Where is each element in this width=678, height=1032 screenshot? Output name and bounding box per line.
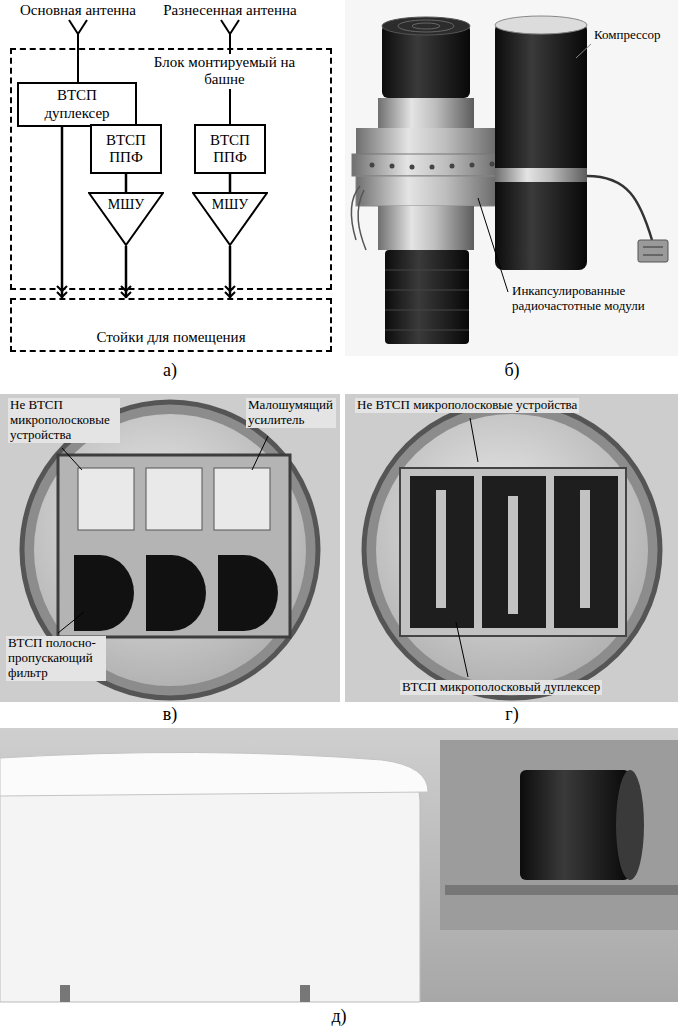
filter-box: ВТСП ППФ [194,124,266,174]
cooler-base [385,250,469,344]
cooler-cylinder [520,770,630,880]
photo-ground [345,394,678,702]
leader-line [576,44,591,58]
equipment-rack [440,740,678,930]
duplexer-chip [482,476,546,628]
part-label: ВТСП микрополосковый дуплексер [400,680,602,695]
amplifier-triangle: МШУ [192,192,268,246]
panel-label: а) [140,360,200,381]
amplifier-module [214,468,270,530]
node-text: ВТСП дуплексер [24,87,130,122]
connector-dot [430,165,435,170]
duplexer-chip [554,476,618,628]
tower-block: Блок монтируемый на башнеВТСП дуплексерВ… [10,48,332,290]
filter-disc [74,555,134,631]
duplexer-box: ВТСП дуплексер [17,82,137,127]
module-frame [58,455,290,637]
node-text: МШУ [88,197,164,213]
rack-block: Стойки для помещения [10,298,332,352]
node-text: МШУ [192,197,268,213]
amplifier-outline [89,193,163,245]
housing-leg [300,985,310,1002]
compressor-band [495,168,587,182]
metal-body [378,206,474,250]
module-frame [400,468,626,636]
amplifier-triangle: МШУ [88,192,164,246]
filter-box: ВТСП ППФ [90,124,162,174]
cooler-top [382,17,470,35]
photo-ground [0,394,340,702]
part-label: ВТСП полосно-пропускающий фильтр [6,636,106,681]
filter-disc [146,555,206,631]
housing-lid [0,752,428,796]
meander-slot [508,496,518,614]
housing-plate [376,414,648,686]
wire [351,186,366,250]
filter-disc [218,555,278,631]
leader-line [252,436,268,470]
cooler-ring [412,23,440,29]
cooler-end [616,770,644,880]
part-label: Малошумящий усилитель [246,398,336,428]
part-label: Инкапсулированные радиочастотные модули [512,284,662,314]
leader-line [470,418,478,462]
panel-label: д) [309,1006,369,1027]
meander-slot [436,490,446,608]
part-label: Не ВТСП микрополосковые устройства [8,398,120,443]
thread-lines [385,270,469,330]
leader-line [58,612,84,633]
panel-label: г) [482,704,542,725]
amplifier-module [78,468,134,530]
cable [587,176,652,240]
signal-line [229,174,232,192]
signal-line [61,127,64,298]
meander-slot [580,490,590,608]
connector-dot [450,164,455,169]
flange [352,154,510,176]
node-text: ВТСП ППФ [97,132,155,167]
amplifier-outline [193,193,267,245]
panel-label: в) [140,704,200,725]
antenna-label: Разнесенная антенна [155,2,305,19]
signal-line [125,174,128,192]
photo-ground [345,0,678,356]
housing-plate [34,414,306,686]
leader-line [456,622,468,677]
housing-leg [60,985,70,1002]
antenna-symbol [69,20,87,82]
connector-dot [370,163,375,168]
photo-ground [0,728,678,1002]
outdoor-housing [0,772,420,1002]
compressor-top [495,16,587,34]
antenna-label: Основная антенна [8,2,148,19]
connector-pins [643,247,663,255]
leader-line [62,448,82,470]
connector-dot [490,162,495,167]
node-text: Блок монтируемый на башне [137,54,312,89]
part-label: Компрессор [594,28,674,43]
amplifier-module [146,468,202,530]
connector-plug [638,240,668,262]
housing-plate [22,402,318,698]
leader-line [478,198,508,292]
metal-ring [378,98,474,128]
rack-shelf [445,885,678,895]
panel-label: б) [482,360,542,381]
flange [356,176,506,206]
duplexer-chip [410,476,474,628]
connector-dot [470,163,475,168]
connector-dot [390,164,395,169]
flange [356,128,506,154]
signal-line [125,246,128,298]
compressor [495,22,587,270]
signal-line [229,246,232,298]
part-label: Не ВТСП микрополосковые устройства [355,398,579,413]
housing-plate [364,402,660,698]
node-text: Стойки для помещения [12,329,330,346]
connector-dot [410,165,415,170]
cooler-ring [398,20,454,32]
node-text: ВТСП ППФ [201,132,259,167]
